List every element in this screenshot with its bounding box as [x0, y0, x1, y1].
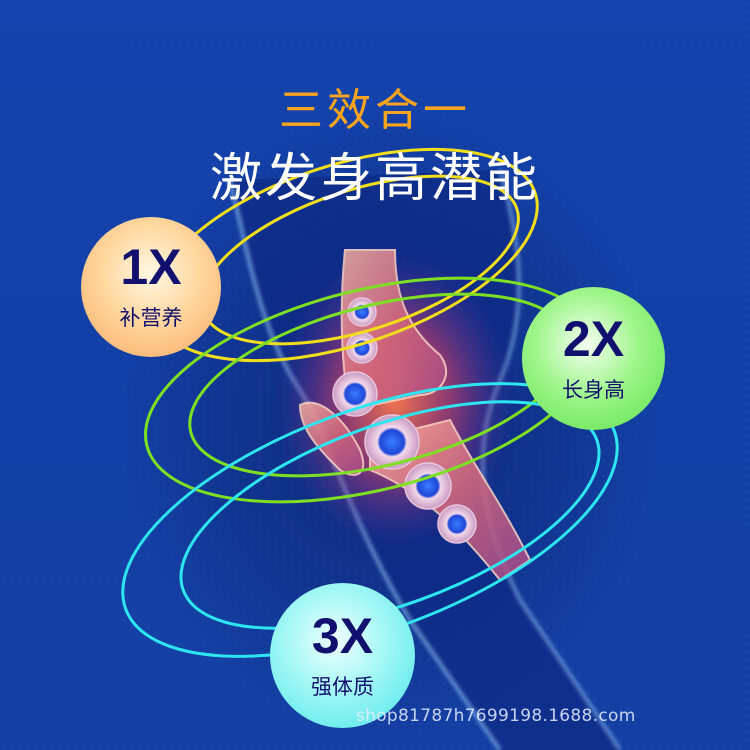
badge-label: 强体质 [311, 674, 374, 699]
badge-label: 长身高 [562, 377, 625, 402]
badge-height: 2X 长身高 [522, 287, 665, 430]
badge-physique: 3X 强体质 [270, 583, 415, 728]
badge-multiplier: 1X [120, 239, 182, 295]
headline-accent: 三效合一 [279, 85, 471, 136]
badge-nutrition: 1X 补营养 [81, 217, 221, 357]
shop-watermark: shop81787h7699198.1688.com [356, 706, 636, 726]
badge-label: 补营养 [119, 306, 183, 330]
headline-main: 激发身高潜能 [209, 149, 540, 209]
badge-multiplier: 2X [562, 310, 625, 367]
badge-multiplier: 3X [311, 607, 374, 664]
